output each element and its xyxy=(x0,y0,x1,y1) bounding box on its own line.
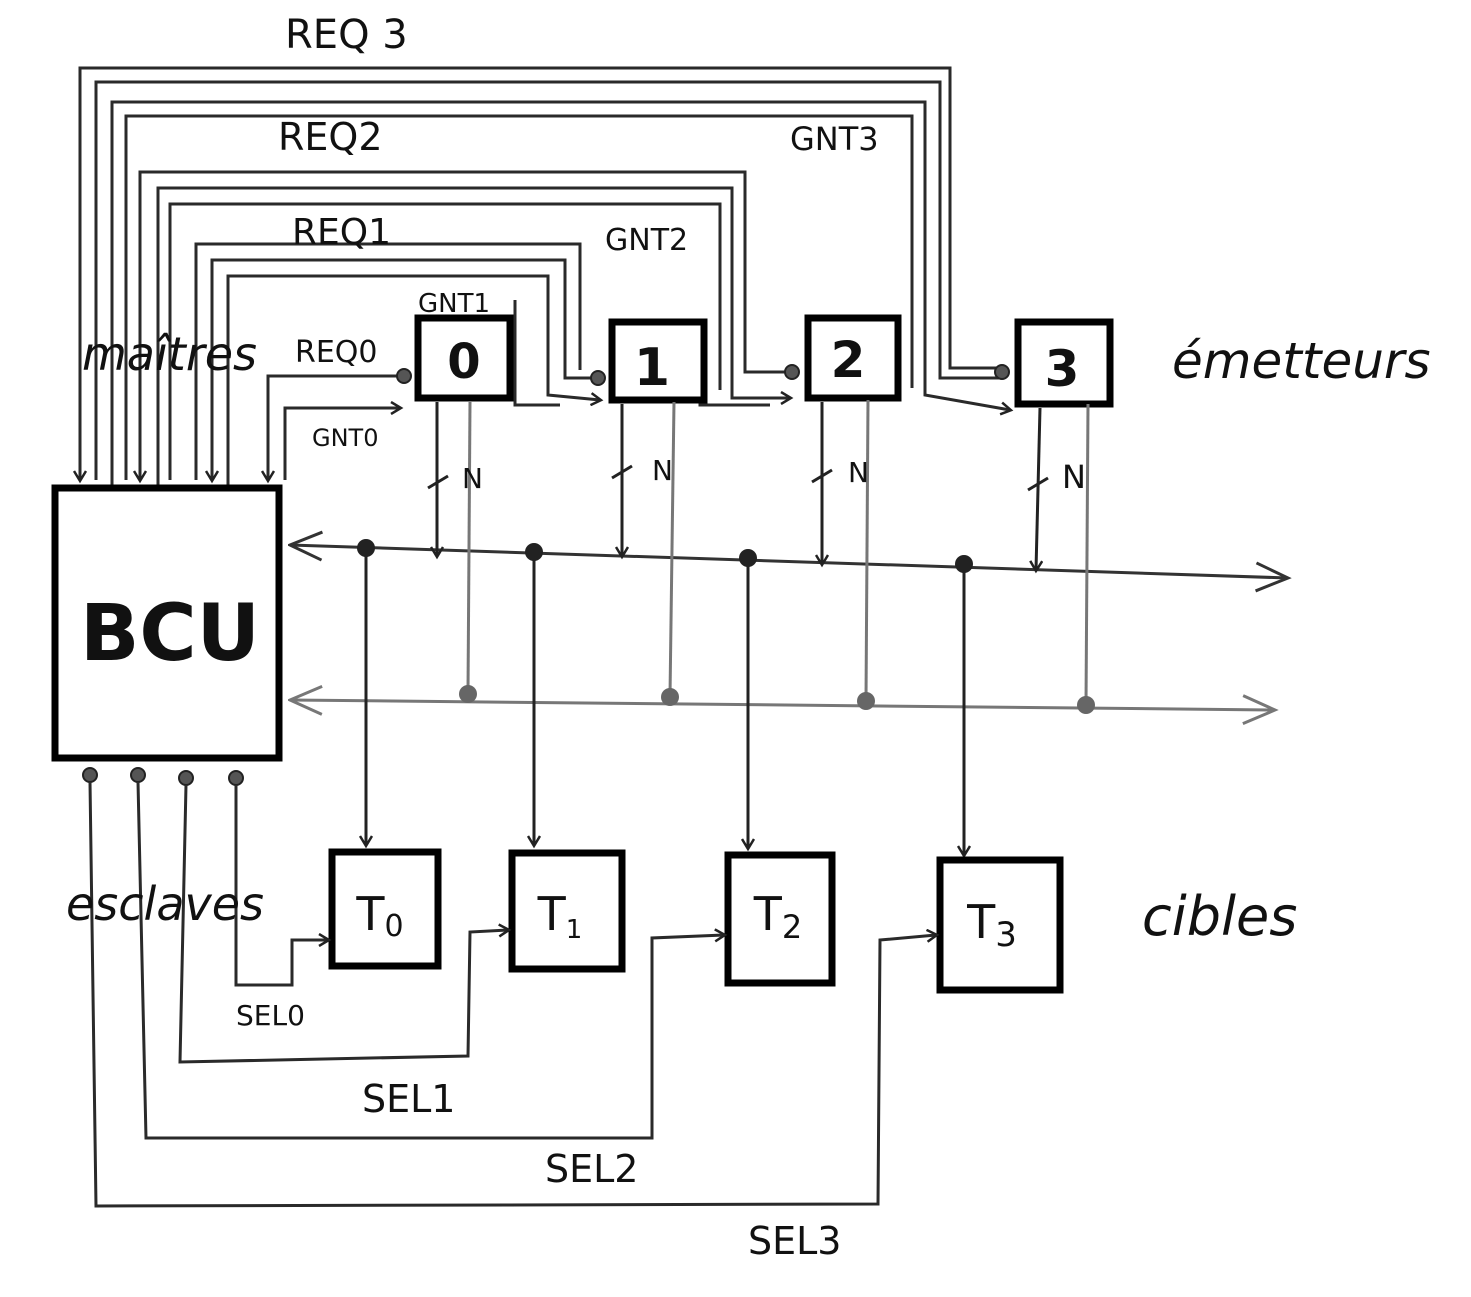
width-slash-0 xyxy=(427,474,449,490)
target-2-label: T2 xyxy=(753,887,802,946)
emitter-3-addr-drop xyxy=(1036,407,1040,570)
bcu-sel3-port xyxy=(82,767,98,783)
bcu-box xyxy=(51,484,283,762)
target-1-index: 1 xyxy=(566,915,583,945)
bcu-label: BCU xyxy=(80,589,260,679)
sel2-wire xyxy=(136,781,724,1140)
sel3-label: SEL3 xyxy=(748,1219,841,1263)
target-3-index: 3 xyxy=(995,915,1017,955)
gnt3-label: GNT3 xyxy=(790,120,879,158)
req0-wire xyxy=(268,374,402,480)
sel1-wire xyxy=(178,784,508,1064)
req2-label: REQ2 xyxy=(278,115,383,159)
targets-label: cibles xyxy=(1142,885,1297,948)
target-2-index: 2 xyxy=(782,908,802,946)
target-3-box xyxy=(936,856,1064,994)
emitter-boxes: 0 1 2 3 xyxy=(396,314,1114,408)
target-0-index: 0 xyxy=(385,909,404,944)
target-0-label: T0 xyxy=(355,887,403,944)
emitter-3-data-line xyxy=(1084,403,1090,705)
emitter-1-label: 1 xyxy=(634,338,670,398)
sel3-wire xyxy=(88,781,936,1208)
emitter-0-box xyxy=(414,314,514,402)
slaves-side-label: esclaves xyxy=(66,877,264,931)
bcu-sel1-port xyxy=(178,770,194,786)
gnt3-wire xyxy=(110,100,1010,485)
gnt1-wire xyxy=(226,274,600,485)
data-junction-3 xyxy=(1077,696,1095,714)
target-1-label: T1 xyxy=(537,887,583,945)
bus-width-3: N xyxy=(1062,458,1086,496)
req1-wire-inner xyxy=(194,242,582,480)
addr-junction-0 xyxy=(357,539,375,557)
emitters-label: émetteurs xyxy=(1172,332,1431,390)
emitter-3-box xyxy=(1014,318,1114,408)
req3-wire-inner xyxy=(94,80,1000,480)
emitter-2-label: 2 xyxy=(831,331,866,389)
emitter-0-data-line xyxy=(466,401,472,693)
emitter-1-port xyxy=(590,370,606,386)
target-2-letter: T xyxy=(753,887,783,941)
request-grant-wires xyxy=(80,66,1010,485)
bus-width-2: N xyxy=(848,456,869,489)
gnt0-wire xyxy=(283,408,400,480)
bcu-sel2-port xyxy=(130,767,146,783)
bcu-block: BCU xyxy=(51,484,283,786)
sel0-label: SEL0 xyxy=(236,999,305,1032)
buses xyxy=(290,399,1288,855)
gnt1-label: GNT1 xyxy=(418,289,490,319)
target-1-box xyxy=(508,849,626,973)
data-junction-1 xyxy=(661,688,679,706)
width-slash-2 xyxy=(811,468,833,484)
req3-wire xyxy=(80,66,1000,480)
target-0-box xyxy=(328,848,442,970)
emitter-2-data-line xyxy=(864,399,870,701)
sel0-wire xyxy=(234,785,328,987)
width-slash-1 xyxy=(611,464,633,480)
target-3-label: T3 xyxy=(966,895,1017,955)
masters-side-label: maîtres xyxy=(82,327,257,381)
sel2-label: SEL2 xyxy=(545,1147,638,1191)
width-slash-3 xyxy=(1027,476,1049,492)
emitter-0-label: 0 xyxy=(447,334,480,390)
target-boxes: T0 T1 T2 T3 xyxy=(328,848,1064,994)
addr-junction-3 xyxy=(955,555,973,573)
data-junction-0 xyxy=(459,685,477,703)
req2-wire-inner xyxy=(168,202,722,480)
emitter-2-port xyxy=(784,364,800,380)
target-2-box xyxy=(724,851,836,987)
addr-junction-2 xyxy=(739,549,757,567)
emitter-1-data-line xyxy=(668,401,676,697)
signal-labels: REQ 3 REQ2 GNT3 REQ1 GNT2 GNT1 REQ0 GNT0… xyxy=(66,12,1431,1263)
bus-width-1: N xyxy=(652,454,673,487)
target-1-letter: T xyxy=(537,887,567,941)
emitter-2-box xyxy=(804,314,902,402)
gnt2-label: GNT2 xyxy=(605,223,688,258)
emitter-3-port xyxy=(994,364,1010,380)
data-junction-2 xyxy=(857,692,875,710)
bus-width-0: N xyxy=(462,462,483,495)
select-wires xyxy=(88,781,936,1208)
req3-label: REQ 3 xyxy=(285,12,408,58)
emitter-0-port xyxy=(396,368,412,384)
gnt1-link xyxy=(513,300,560,407)
req2-wire xyxy=(140,170,795,480)
sel1-label: SEL1 xyxy=(362,1077,455,1121)
req1-wire xyxy=(212,258,595,480)
req0-label: REQ0 xyxy=(295,335,378,370)
gnt0-label: GNT0 xyxy=(312,424,378,452)
target-0-letter: T xyxy=(355,887,385,941)
gnt2-link xyxy=(698,378,770,407)
emitter-3-label: 3 xyxy=(1045,340,1080,398)
addr-junction-1 xyxy=(525,543,543,561)
gnt3-wire-inner xyxy=(124,114,914,480)
emitter-1-box xyxy=(608,318,708,404)
bcu-sel0-port xyxy=(228,770,244,786)
target-3-letter: T xyxy=(966,895,996,949)
gnt2-wire xyxy=(156,186,790,485)
address-bus xyxy=(290,545,1288,578)
data-bus xyxy=(290,700,1275,710)
req1-label: REQ1 xyxy=(292,212,391,253)
